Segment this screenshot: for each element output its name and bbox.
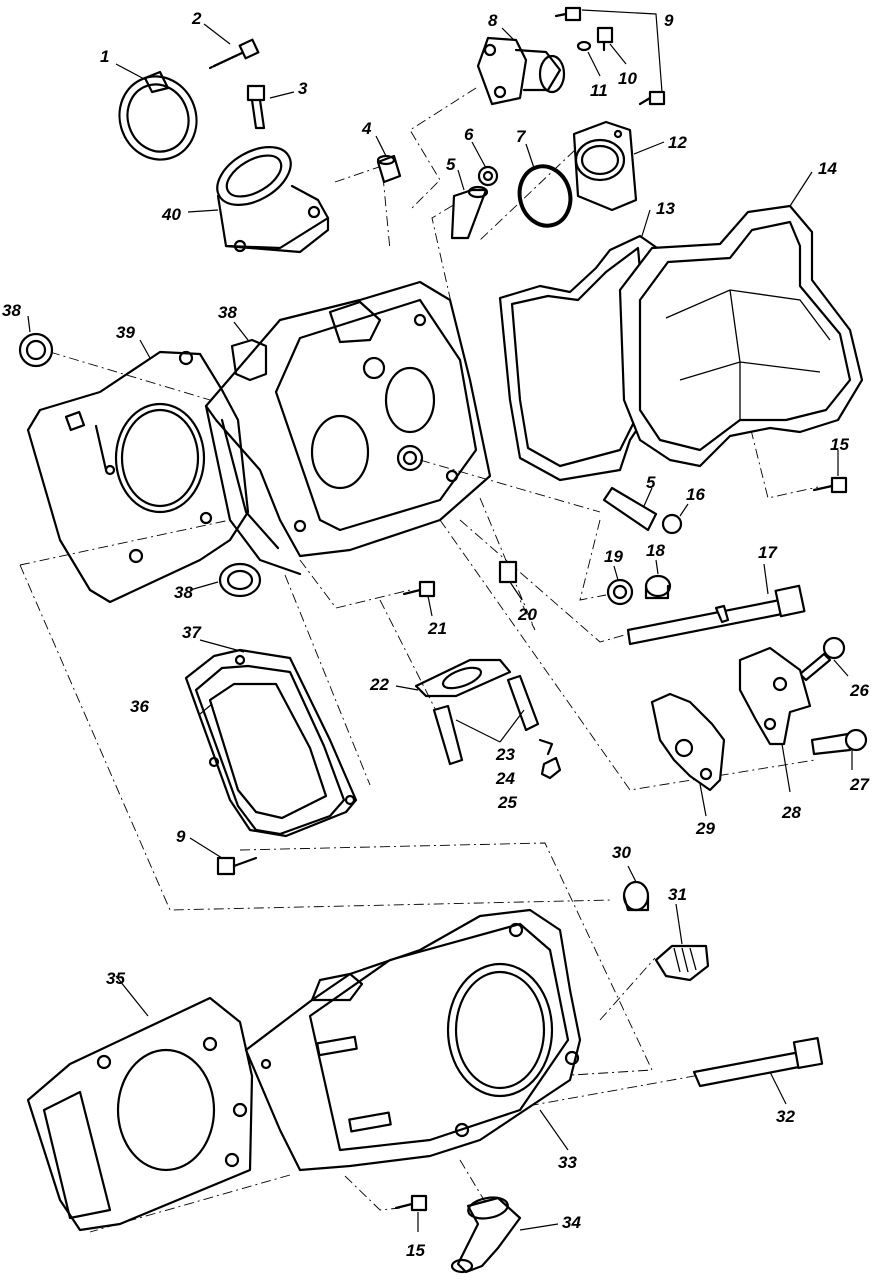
callout-19: 19 <box>604 547 623 566</box>
callout-5a: 5 <box>446 155 456 174</box>
base-gasket-part-35 <box>26 996 254 1232</box>
valve-guide-part-5b <box>602 486 658 532</box>
bracket-part-29 <box>650 692 726 792</box>
callout-21: 21 <box>427 619 447 638</box>
callout-30: 30 <box>612 843 631 862</box>
callout-24: 24 <box>495 769 515 788</box>
bolt-part-2 <box>208 38 260 70</box>
clamp-part <box>118 70 198 161</box>
callout-39: 39 <box>116 323 135 342</box>
callout-15a: 15 <box>830 435 849 454</box>
bolt-part-3 <box>246 84 266 130</box>
tensioner-part-31 <box>654 944 710 982</box>
bolt-part-10 <box>596 26 614 52</box>
stud-part-23a <box>432 704 464 766</box>
dowel-part-4 <box>376 154 402 184</box>
callout-16: 16 <box>686 485 705 504</box>
callout-36: 36 <box>130 697 149 716</box>
callout-38b: 38 <box>218 303 237 322</box>
callout-14: 14 <box>818 159 837 178</box>
callout-9b: 9 <box>176 827 186 846</box>
exhaust-gasket-part-22 <box>414 658 512 698</box>
side-cover-part-36 <box>194 654 356 836</box>
bolt-part-27 <box>810 728 868 756</box>
valve-guide-part-5a <box>450 185 489 240</box>
callout-35: 35 <box>106 969 125 988</box>
callout-37: 37 <box>182 623 202 642</box>
callout-34: 34 <box>562 1213 581 1232</box>
bolt-part-9b <box>638 90 666 106</box>
callout-40: 40 <box>161 205 181 224</box>
callout-23: 23 <box>495 745 515 764</box>
callout-7: 7 <box>516 127 527 146</box>
bracket-part-28 <box>738 646 812 746</box>
nut-part-16 <box>661 513 683 535</box>
callout-8: 8 <box>488 11 498 30</box>
callout-1: 1 <box>100 47 109 66</box>
bolt-part-15a <box>812 476 848 494</box>
callout-18: 18 <box>646 541 665 560</box>
callout-26: 26 <box>849 681 869 700</box>
oil-seal-part-38a <box>18 332 54 368</box>
bolt-part-9c <box>216 856 258 876</box>
cylinder-head-assembly <box>204 280 492 576</box>
callout-29: 29 <box>695 819 715 838</box>
callout-11: 11 <box>590 81 608 100</box>
leader-lines <box>27 9 853 1232</box>
callout-20: 20 <box>517 605 537 624</box>
plug-part-18 <box>644 574 672 600</box>
o-ring-part-7 <box>517 164 573 228</box>
bolt-part-9a <box>554 6 582 22</box>
callout-32: 32 <box>776 1107 795 1126</box>
intake-boot-part <box>216 146 330 254</box>
bolt-part-21 <box>402 580 436 598</box>
water-elbow-part-34 <box>450 1196 522 1274</box>
oil-seal-part-38c <box>218 562 262 598</box>
nut-part-6 <box>477 165 499 187</box>
washer-part-24 <box>538 738 554 756</box>
stud-part-23b <box>506 674 540 732</box>
callout-5b: 5 <box>646 473 656 492</box>
callout-27: 27 <box>849 775 870 794</box>
dowel-part-30 <box>622 880 650 912</box>
washer-part-19 <box>606 578 634 606</box>
water-outlet-part-8 <box>476 36 566 106</box>
callout-28: 28 <box>781 803 801 822</box>
callout-9a: 9 <box>664 11 674 30</box>
valve-cover-part-14 <box>618 204 864 468</box>
callout-6: 6 <box>464 125 474 144</box>
callout-13: 13 <box>656 199 675 218</box>
nut-part-25 <box>540 756 562 780</box>
callout-4: 4 <box>361 119 372 138</box>
dowel-part-20 <box>498 560 518 584</box>
callout-labels: 1 2 3 4 5 5 6 7 8 9 9 10 11 12 13 14 15 … <box>2 9 870 1260</box>
cover-gasket-part-37 <box>184 648 358 838</box>
callout-33: 33 <box>558 1153 577 1172</box>
callout-3: 3 <box>298 79 308 98</box>
cylinder-part-33 <box>244 908 582 1172</box>
bolt-part-15b <box>394 1194 428 1212</box>
head-bolt-part-17 <box>626 584 806 646</box>
washer-part-11 <box>576 40 592 52</box>
bolt-part-32 <box>692 1037 824 1088</box>
callout-17: 17 <box>758 543 778 562</box>
callout-25: 25 <box>497 793 517 812</box>
callout-38a: 38 <box>2 301 21 320</box>
callout-2: 2 <box>191 9 202 28</box>
callout-10: 10 <box>618 69 637 88</box>
thermostat-housing-part-12 <box>572 120 638 212</box>
callout-12: 12 <box>668 133 687 152</box>
head-gasket-part-39 <box>26 350 250 604</box>
callout-38c: 38 <box>174 583 193 602</box>
callout-15b: 15 <box>406 1241 425 1260</box>
callout-22: 22 <box>369 675 389 694</box>
bolt-part-26 <box>798 636 846 682</box>
callout-31: 31 <box>668 885 687 904</box>
